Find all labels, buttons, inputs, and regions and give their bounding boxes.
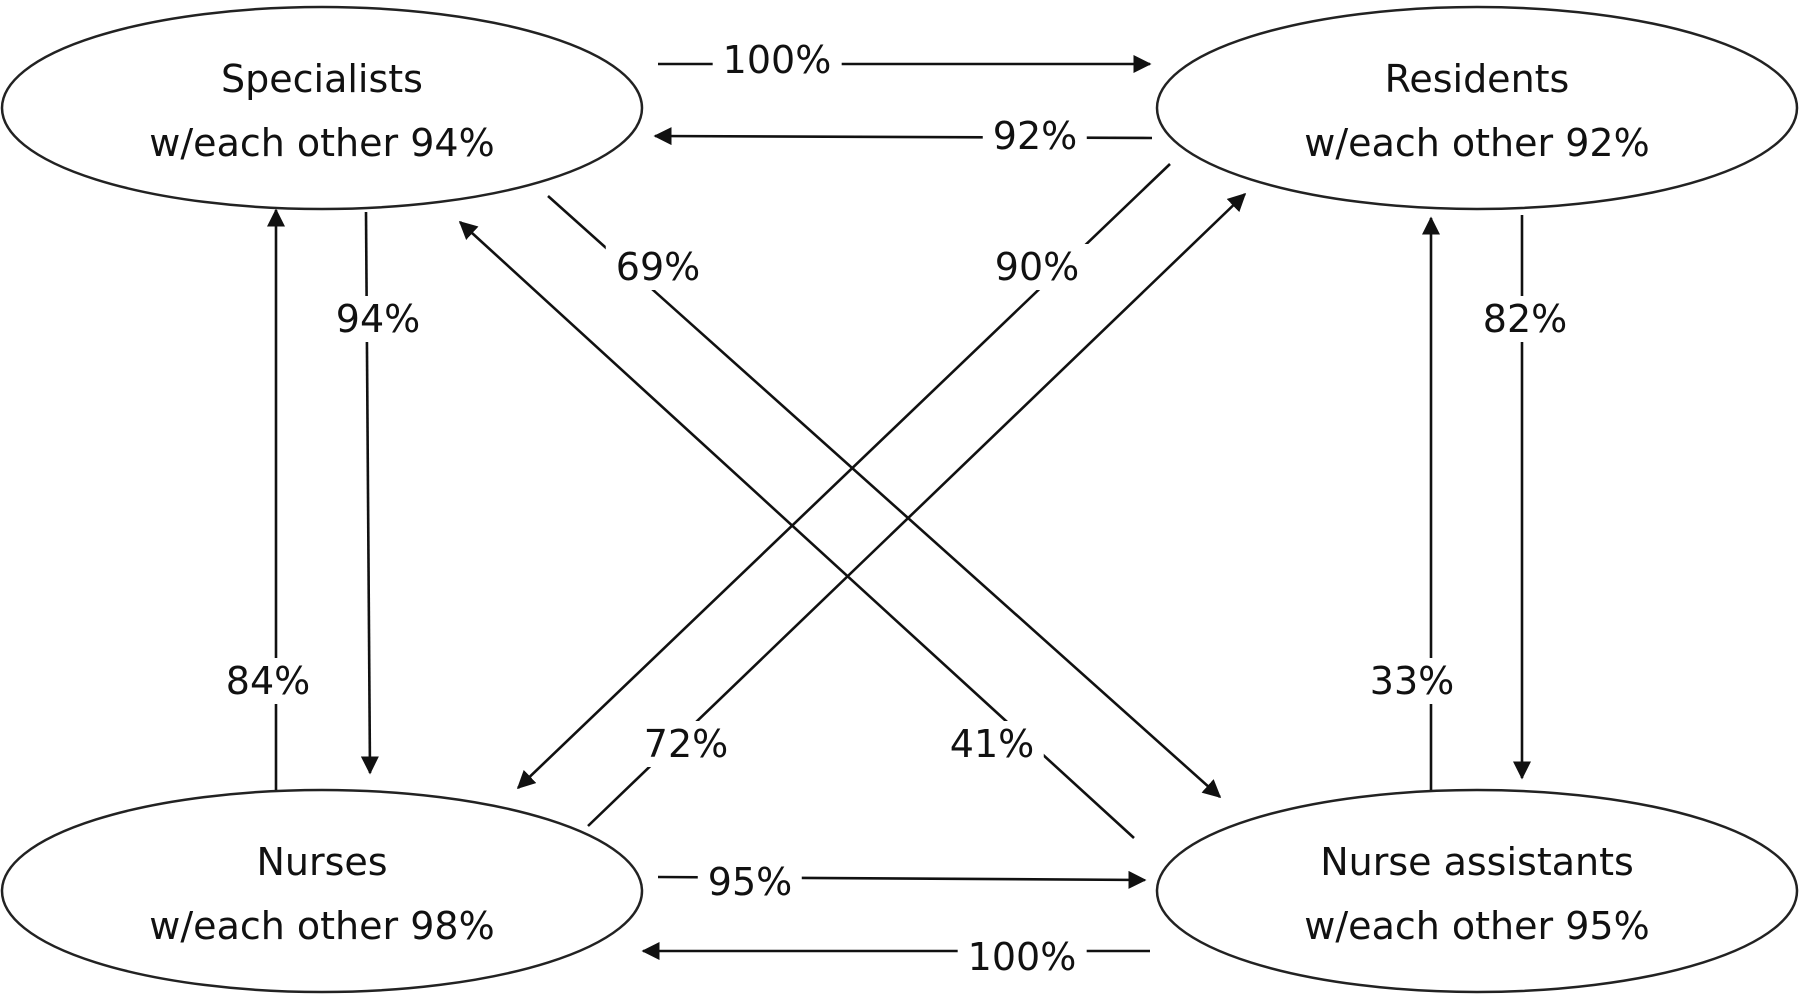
specialists-text: Specialists w/each other 94% <box>149 47 494 175</box>
nurse-assistants-name: Nurse assistants <box>1320 840 1634 884</box>
residents-within-group: w/each other 92% <box>1304 121 1650 165</box>
specialists-within-group: w/each other 94% <box>149 121 495 165</box>
label-specialists-to-nurses: 94% <box>325 296 431 342</box>
nurse-assistants-within-group: w/each other 95% <box>1304 904 1650 948</box>
nurses-within-group: w/each other 98% <box>149 904 495 948</box>
label-nurses-to-residents: 72% <box>633 721 739 767</box>
label-residents-to-nurse-assistants: 82% <box>1472 296 1578 342</box>
label-residents-to-specialists: 92% <box>982 113 1088 159</box>
residents-name: Residents <box>1384 57 1570 101</box>
label-nurses-to-nurse-assistants: 95% <box>697 859 803 905</box>
label-specialists-to-nurse-assistants: 69% <box>605 244 711 290</box>
nurses-name: Nurses <box>256 840 388 884</box>
specialists-name: Specialists <box>221 57 423 101</box>
label-nurse-assistants-to-residents: 33% <box>1359 658 1465 704</box>
edge-nurses-to-residents <box>587 192 1247 827</box>
label-nurses-to-specialists: 84% <box>215 658 321 704</box>
node-residents <box>1155 5 1799 211</box>
edge-specialists-to-nurse-assistants <box>547 195 1222 799</box>
label-residents-to-nurses: 90% <box>984 244 1090 290</box>
node-specialists <box>0 5 644 211</box>
label-specialists-to-residents: 100% <box>712 37 842 83</box>
node-nurse-assistants <box>1155 788 1799 994</box>
nurse-assistants-text: Nurse assistants w/each other 95% <box>1304 830 1649 958</box>
node-nurses <box>0 788 644 994</box>
nurses-text: Nurses w/each other 98% <box>149 830 494 958</box>
label-nurse-assistants-to-nurses: 100% <box>957 934 1087 980</box>
residents-text: Residents w/each other 92% <box>1304 47 1649 175</box>
label-nurse-assistants-to-specialists: 41% <box>939 721 1045 767</box>
